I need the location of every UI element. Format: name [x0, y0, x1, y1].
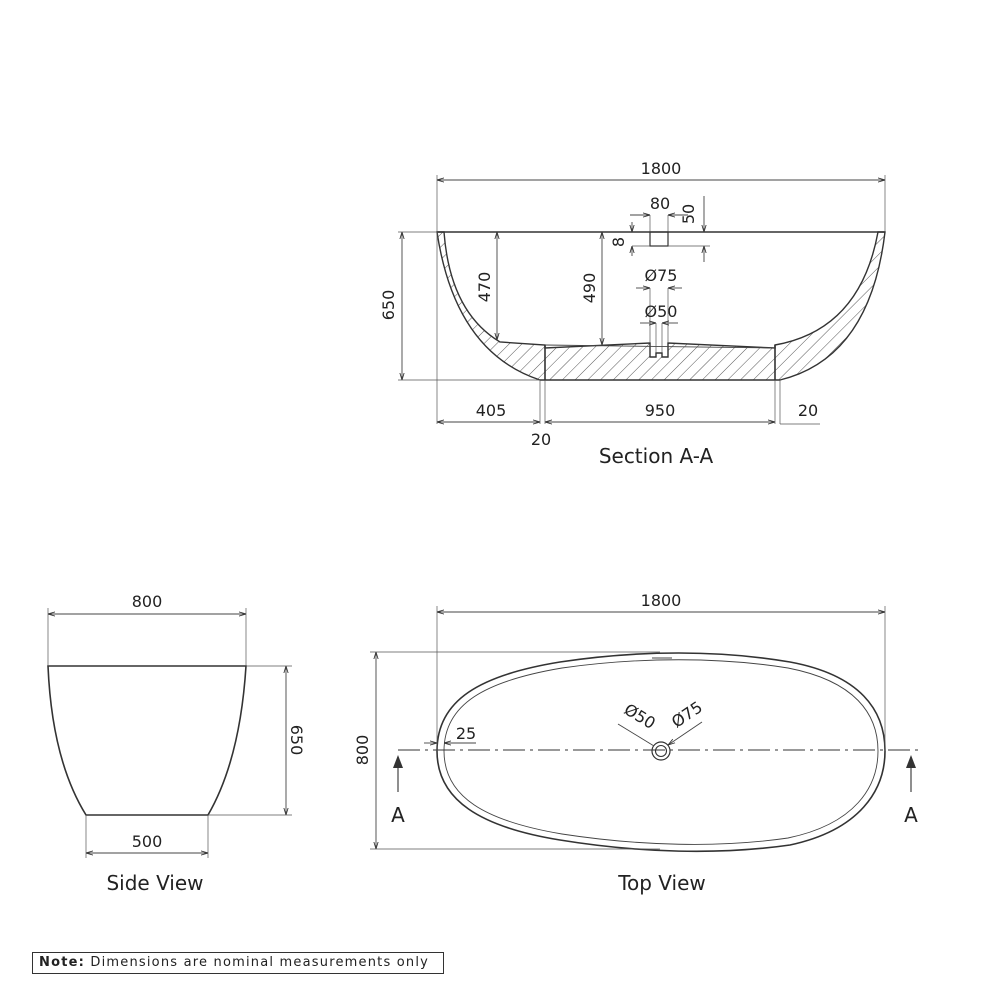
note-text: Dimensions are nominal measurements only [85, 955, 430, 970]
note-label: Note: [39, 955, 86, 970]
section-label-right: A [904, 803, 918, 827]
base-plinth [544, 345, 776, 380]
dim-right-gap: 20 [798, 401, 818, 420]
dim-waste-width: 80 [650, 194, 670, 213]
dim-top-rim: 25 [456, 724, 476, 743]
section-view: 1800 80 50 8 Ø75 Ø50 470 [379, 159, 886, 468]
dim-side-base: 500 [132, 832, 163, 851]
dim-waste-inner: Ø50 [645, 302, 678, 321]
section-shell [436, 231, 886, 381]
side-view-title: Side View [106, 871, 203, 895]
dim-waste-outer: Ø75 [645, 266, 678, 285]
dim-side-width: 800 [132, 592, 163, 611]
dim-top-width: 800 [353, 735, 372, 766]
dim-base-length: 950 [645, 401, 676, 420]
side-view-outline [47, 665, 247, 816]
dim-side-height: 650 [287, 725, 306, 756]
side-view: 800 650 500 Side View [47, 592, 306, 895]
dim-top-waste-inner: Ø50 [621, 700, 659, 733]
dim-overall-height: 650 [379, 290, 398, 321]
dim-overall-length: 1800 [641, 159, 682, 178]
dim-depth-left: 470 [475, 272, 494, 303]
dim-left-offset: 405 [476, 401, 507, 420]
top-view: Ø50 Ø75 1800 800 25 A A Top View [353, 591, 920, 895]
top-view-title: Top View [617, 871, 706, 895]
waste-outer-circle [651, 741, 671, 761]
waste-inner-circle [654, 744, 668, 758]
dim-waste-height: 50 [679, 204, 698, 224]
section-label-left: A [391, 803, 405, 827]
dim-top-length: 1800 [641, 591, 682, 610]
section-view-title: Section A-A [599, 444, 714, 468]
dim-depth-center: 490 [580, 273, 599, 304]
top-view-outer-rim [436, 652, 886, 853]
dim-lip: 8 [609, 237, 628, 247]
top-view-inner-rim [443, 659, 879, 845]
note-box: Note: Dimensions are nominal measurement… [32, 952, 444, 974]
overflow-stub [649, 231, 669, 247]
dim-top-waste-outer: Ø75 [668, 697, 706, 731]
dim-left-gap: 20 [531, 430, 551, 449]
